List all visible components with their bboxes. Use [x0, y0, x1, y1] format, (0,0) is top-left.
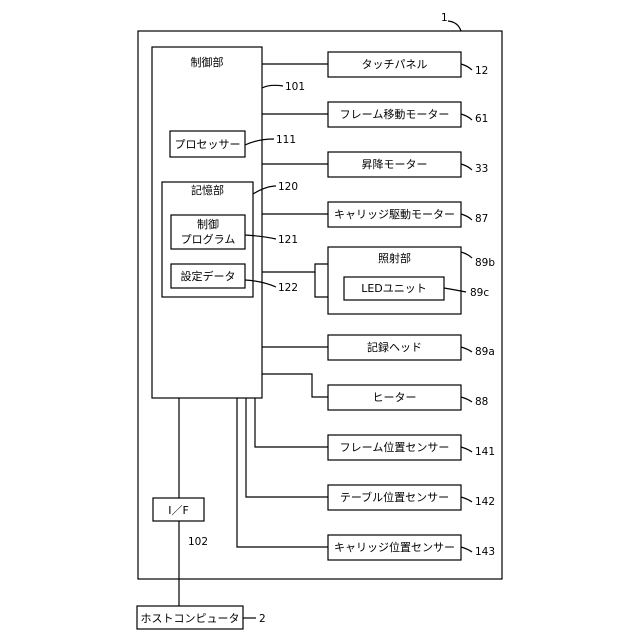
device-ref-leader	[448, 21, 461, 31]
frame-motor-label: フレーム移動モーター	[340, 107, 450, 121]
carriage-sensor-label: キャリッジ位置センサー	[334, 540, 455, 554]
irradiation-unit-label: 照射部	[378, 251, 411, 265]
frame-sensor-label: フレーム位置センサー	[340, 440, 450, 454]
touch-panel-label: タッチパネル	[362, 58, 428, 71]
heater-label: ヒーター	[373, 391, 417, 404]
interface-label: I／F	[168, 504, 189, 517]
control-program-ref: 121	[278, 234, 298, 246]
control-unit-ref: 101	[285, 81, 305, 93]
led-unit-ref: 89c	[470, 287, 489, 299]
device-ref: 1	[441, 12, 448, 24]
frame-motor-ref: 61	[475, 113, 488, 125]
heater-ref: 88	[475, 396, 488, 408]
carriage-motor-label: キャリッジ駆動モーター	[334, 207, 455, 221]
host-computer-ref: 2	[259, 613, 266, 625]
irradiation-unit-ref: 89b	[475, 257, 495, 269]
storage-ref: 120	[278, 181, 298, 193]
settings-data-ref: 122	[278, 282, 298, 294]
processor-ref: 111	[276, 134, 296, 146]
carriage-sensor-ref: 143	[475, 546, 495, 558]
control-program-line2: プログラム	[181, 232, 236, 246]
storage-label: 記憶部	[191, 183, 224, 197]
host-computer-label: ホストコンピュータ	[141, 612, 240, 625]
processor-label: プロセッサー	[175, 138, 241, 151]
lift-motor-ref: 33	[475, 163, 488, 175]
interface-ref: 102	[188, 536, 208, 548]
carriage-motor-ref: 87	[475, 213, 488, 225]
settings-data-label: 設定データ	[181, 269, 236, 283]
control-program-line1: 制御	[197, 217, 219, 231]
table-sensor-ref: 142	[475, 496, 495, 508]
lift-motor-label: 昇降モーター	[362, 157, 428, 171]
control-unit-label: 制御部	[191, 55, 224, 69]
led-unit-label: LEDユニット	[361, 282, 427, 295]
touch-panel-ref: 12	[475, 65, 488, 77]
frame-sensor-ref: 141	[475, 446, 495, 458]
recording-head-label: 記録ヘッド	[367, 340, 422, 354]
recording-head-ref: 89a	[475, 346, 495, 358]
table-sensor-label: テーブル位置センサー	[340, 490, 449, 504]
